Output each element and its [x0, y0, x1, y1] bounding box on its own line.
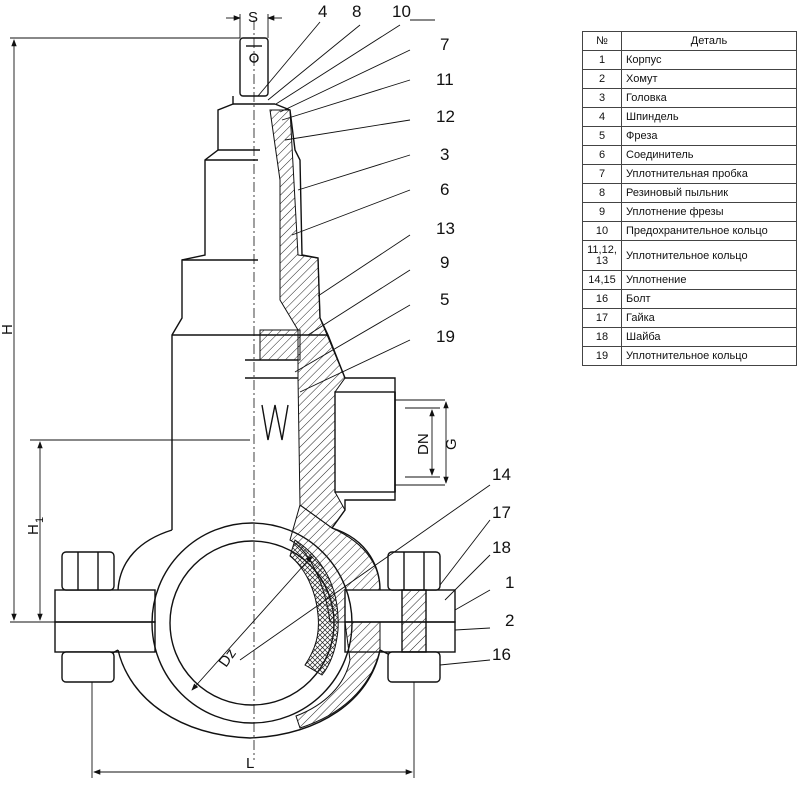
row-num: 8 — [582, 183, 622, 203]
row-num: 3 — [582, 88, 622, 108]
row-part: Уплотнительное кольцо — [621, 346, 797, 366]
callout-9: 9 — [440, 253, 449, 272]
row-num: 6 — [582, 145, 622, 165]
dim-l-label: L — [246, 755, 254, 772]
row-num: 10 — [582, 221, 622, 241]
row-num: 16 — [582, 289, 622, 309]
row-num: 18 — [582, 327, 622, 347]
row-part: Уплотнительная пробка — [621, 164, 797, 184]
table-header-row: № Деталь — [582, 31, 797, 51]
nut-left-top — [61, 551, 115, 591]
callout-13: 13 — [436, 219, 455, 238]
dim-s-label: S — [248, 9, 258, 26]
callout-14: 14 — [492, 465, 511, 484]
callout-5: 5 — [440, 290, 449, 309]
callout-6: 6 — [440, 180, 449, 199]
header-part: Деталь — [621, 31, 797, 51]
callout-17: 17 — [492, 503, 511, 522]
svg-text:H: H — [25, 524, 42, 535]
callout-19: 19 — [436, 327, 455, 346]
row-num: 19 — [582, 346, 622, 366]
callout-7: 7 — [440, 35, 449, 54]
cutter-section — [259, 329, 301, 361]
row-part: Резиновый пыльник — [621, 183, 797, 203]
body-section-hatch — [269, 109, 346, 529]
dimension-lines — [10, 14, 449, 778]
row-num: 5 — [582, 126, 622, 146]
bolt-shank-right — [401, 589, 427, 653]
callout-18: 18 — [492, 538, 511, 557]
svg-text:1: 1 — [34, 517, 46, 523]
bolt-head-left — [61, 651, 115, 683]
callout-1: 1 — [505, 573, 514, 592]
bolt-head-right — [387, 651, 441, 683]
dim-h-label: H — [0, 324, 16, 335]
dim-dz-label: Dz — [215, 646, 239, 671]
row-part: Шайба — [621, 327, 797, 347]
row-num: 14,15 — [582, 270, 622, 290]
row-part: Шпиндель — [621, 107, 797, 127]
row-part: Уплотнение — [621, 270, 797, 290]
row-num: 7 — [582, 164, 622, 184]
row-part: Гайка — [621, 308, 797, 328]
row-part: Предохранительное кольцо — [621, 221, 797, 241]
row-part: Соединитель — [621, 145, 797, 165]
callout-3: 3 — [440, 145, 449, 164]
row-part: Уплотнение фрезы — [621, 202, 797, 222]
row-num: 1 — [582, 50, 622, 70]
row-part: Уплотнительное кольцо — [621, 240, 797, 271]
header-num: № — [582, 31, 622, 51]
row-part: Болт — [621, 289, 797, 309]
callout-4: 4 — [318, 2, 327, 21]
dim-h1-label: H 1 — [25, 517, 46, 535]
row-part: Хомут — [621, 69, 797, 89]
callout-8: 8 — [352, 2, 361, 21]
row-part: Фреза — [621, 126, 797, 146]
dim-g-label: G — [443, 438, 460, 450]
row-num: 4 — [582, 107, 622, 127]
callout-16: 16 — [492, 645, 511, 664]
row-num: 17 — [582, 308, 622, 328]
row-num: 9 — [582, 202, 622, 222]
row-num: 2 — [582, 69, 622, 89]
row-part: Головка — [621, 88, 797, 108]
callout-10: 10 — [392, 2, 411, 21]
clamp-section-hatch — [295, 621, 381, 729]
row-num: 11,12, 13 — [582, 240, 622, 271]
callout-11: 11 — [436, 70, 454, 89]
callout-2: 2 — [505, 611, 514, 630]
dim-dn-label: DN — [415, 433, 432, 455]
bolt-assemblies — [61, 551, 441, 683]
nut-right-top — [387, 551, 441, 591]
row-part: Корпус — [621, 50, 797, 70]
callout-12: 12 — [436, 107, 455, 126]
